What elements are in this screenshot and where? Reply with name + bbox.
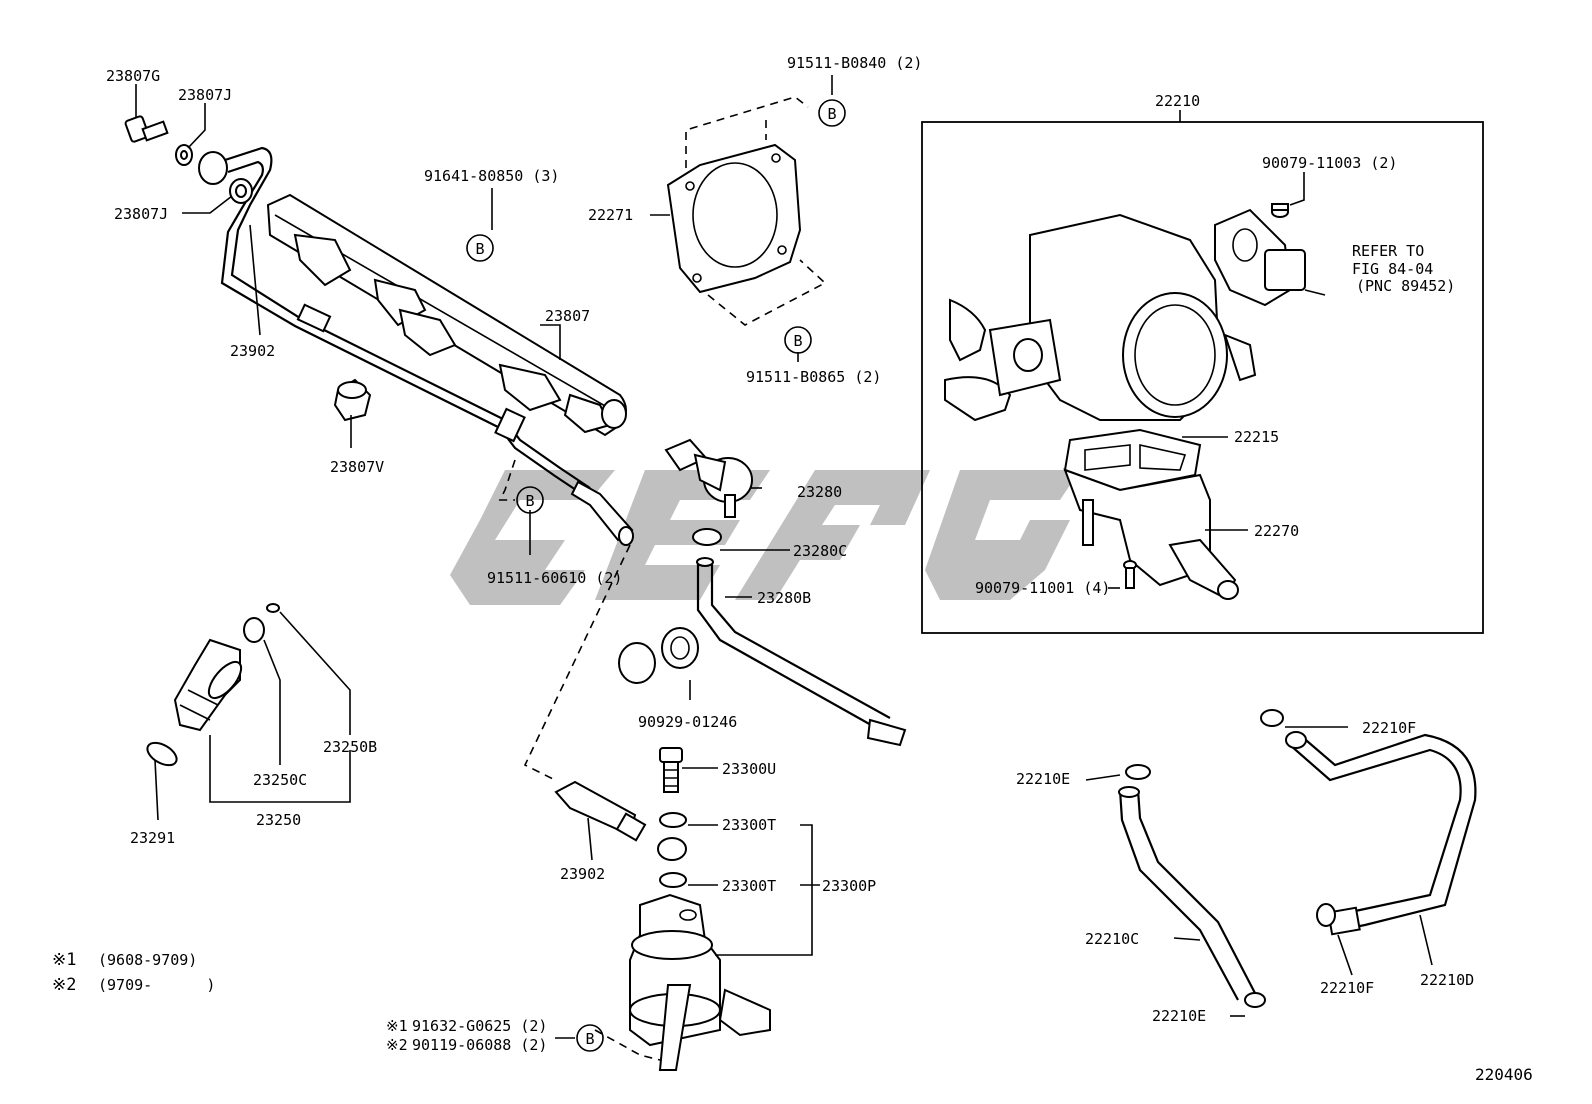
label-22215[interactable]: 22215 (1234, 428, 1279, 446)
label-91511-60610[interactable]: 91511-60610 (2) (487, 569, 622, 587)
label-23902-lower[interactable]: 23902 (560, 865, 605, 883)
label-90079-11003[interactable]: 90079-11003 (2) (1262, 154, 1397, 172)
label-22210e-bottom[interactable]: 22210E (1152, 1007, 1206, 1025)
hose-23280b (696, 557, 907, 747)
legend-range-2: (9709- ) (98, 976, 215, 994)
svg-text:B: B (525, 492, 534, 510)
screw-90079-11003 (1271, 203, 1289, 218)
clamp-90929-01246 (618, 627, 699, 684)
part-labels: 23807G 23807J 23807J 23902 23807V 91641-… (106, 54, 1474, 1054)
label-90119-mark: ※2 (386, 1036, 408, 1054)
hose-22210c (1118, 786, 1257, 1001)
svg-text:B: B (793, 332, 802, 350)
iac-valve-22270 (1063, 468, 1239, 600)
union-bolt-23300u (659, 747, 683, 793)
label-22210e-top[interactable]: 22210E (1016, 770, 1070, 788)
label-91632-mark: ※1 (386, 1017, 408, 1035)
clip-22210e (1125, 764, 1266, 1008)
label-23250c[interactable]: 23250C (253, 771, 307, 789)
leader-lines (135, 75, 1433, 1039)
delivery-rail-23807 (266, 193, 627, 437)
watermark-logo (450, 470, 1080, 605)
callout-b-2: B (466, 234, 494, 262)
tps-sensor (1214, 208, 1326, 307)
screw-90079-11001 (1123, 560, 1137, 589)
callout-b-3: B (784, 326, 812, 354)
pressure-regulator-23300p (629, 893, 771, 1071)
label-23280b[interactable]: 23280B (757, 589, 811, 607)
label-23300p[interactable]: 23300P (822, 877, 876, 895)
label-23300t-top[interactable]: 23300T (722, 816, 776, 834)
label-23807[interactable]: 23807 (545, 307, 590, 325)
label-90929-01246[interactable]: 90929-01246 (638, 713, 737, 731)
label-23291[interactable]: 23291 (130, 829, 175, 847)
label-23280[interactable]: 23280 (797, 483, 842, 501)
bolt-23807g (124, 115, 169, 143)
label-22210[interactable]: 22210 (1155, 92, 1200, 110)
label-91632[interactable]: 91632-G0625 (2) (412, 1017, 547, 1035)
label-23902-upper[interactable]: 23902 (230, 342, 275, 360)
injector-23250 (173, 638, 243, 732)
fuel-pipe-23902 (554, 780, 687, 861)
fuel-pipe-23807j (198, 146, 634, 546)
label-23250[interactable]: 23250 (256, 811, 301, 829)
label-90119[interactable]: 90119-06088 (2) (412, 1036, 547, 1054)
label-23807j-top[interactable]: 23807J (178, 86, 232, 104)
label-23807g[interactable]: 23807G (106, 67, 160, 85)
label-refer-2: FIG 84-04 (1352, 260, 1433, 278)
damper-23807v (333, 378, 372, 422)
label-23250b[interactable]: 23250B (323, 738, 377, 756)
svg-text:B: B (585, 1030, 594, 1048)
label-22210f-top[interactable]: 22210F (1362, 719, 1416, 737)
callout-b-marks: B B B B B (466, 99, 846, 1052)
o-ring-23250c (243, 617, 265, 643)
label-refer-1: REFER TO (1352, 242, 1424, 260)
label-22270[interactable]: 22270 (1254, 522, 1299, 540)
clip-22210f (1260, 709, 1336, 927)
label-23807v[interactable]: 23807V (330, 458, 384, 476)
gasket-22271 (666, 96, 827, 326)
gasket-23300t (659, 812, 687, 888)
legend: ※1 (9608-9709) ※2 (9709- ) (52, 950, 215, 995)
label-90079-11001[interactable]: 90079-11001 (4) (975, 579, 1110, 597)
washer-23807j (175, 144, 193, 166)
label-91511-b0840[interactable]: 91511-B0840 (2) (787, 54, 922, 72)
insulator-23291 (146, 741, 178, 767)
legend-mark-2: ※2 (52, 975, 76, 995)
callout-dashes-center (498, 459, 661, 1061)
label-91511-b0865[interactable]: 91511-B0865 (2) (746, 368, 881, 386)
legend-mark-1: ※1 (52, 950, 76, 970)
callout-b-1: B (818, 99, 846, 127)
callout-b-5: B (576, 1024, 604, 1052)
hose-22210d (1285, 731, 1477, 936)
label-22271[interactable]: 22271 (588, 206, 633, 224)
vsv-23280 (664, 438, 753, 518)
label-91641[interactable]: 91641-80850 (3) (424, 167, 559, 185)
svg-text:B: B (827, 105, 836, 123)
legend-range-1: (9608-9709) (98, 951, 197, 969)
label-refer-3: (PNC 89452) (1356, 277, 1455, 295)
label-23300t-bottom[interactable]: 23300T (722, 877, 776, 895)
throttle-body-assembly-box (921, 110, 1484, 634)
label-23280c[interactable]: 23280C (793, 542, 847, 560)
label-22210d[interactable]: 22210D (1420, 971, 1474, 989)
clip-23280c (692, 528, 722, 546)
diagram-id: 220406 (1475, 1065, 1533, 1084)
o-ring-23250b (266, 603, 280, 613)
label-22210f-bottom[interactable]: 22210F (1320, 979, 1374, 997)
svg-text:B: B (475, 240, 484, 258)
throttle-body-22210 (944, 213, 1257, 422)
label-23300u[interactable]: 23300U (722, 760, 776, 778)
label-23807j-side[interactable]: 23807J (114, 205, 168, 223)
label-22210c[interactable]: 22210C (1085, 930, 1139, 948)
callout-b-4: B (516, 486, 544, 514)
